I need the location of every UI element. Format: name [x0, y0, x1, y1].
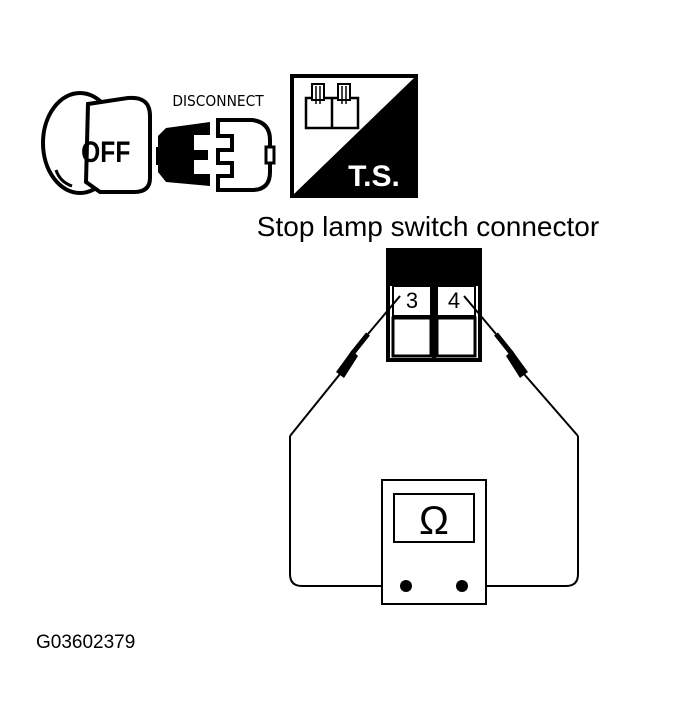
terminal-3-label: 3	[406, 288, 418, 313]
ts-label: T.S.	[348, 160, 400, 193]
figure-id: G03602379	[36, 632, 135, 653]
mini-connector-icon	[304, 83, 360, 130]
right-test-probe	[463, 295, 579, 437]
meter-terminal-right	[456, 580, 468, 592]
disconnect-label: DISCONNECT	[172, 94, 264, 111]
left-test-lead	[289, 436, 406, 587]
ignition-key-off-icon: OFF	[41, 91, 152, 195]
connector-title: Stop lamp switch connector	[257, 211, 599, 242]
left-test-probe	[289, 295, 401, 437]
terminal-side-icon: T.S.	[290, 74, 418, 198]
stop-lamp-switch-connector: 3 4	[386, 248, 482, 362]
terminal-4-label: 4	[448, 288, 460, 313]
disconnect-connector-icon: DISCONNECT	[156, 94, 276, 192]
key-off-text: OFF	[81, 135, 130, 169]
ohmmeter: Ω	[381, 479, 487, 605]
meter-terminal-left	[400, 580, 412, 592]
ohm-symbol: Ω	[419, 499, 449, 543]
right-test-lead	[462, 436, 579, 587]
